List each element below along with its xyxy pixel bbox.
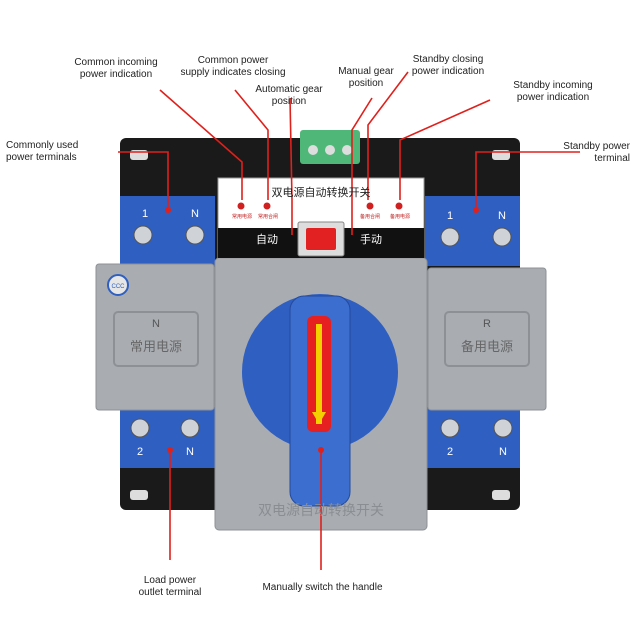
left-letter: N: [152, 318, 160, 330]
callout-auto-gear: Automatic gear position: [255, 84, 323, 107]
term-bottom-left-2: 2: [136, 446, 144, 458]
right-letter: R: [483, 318, 491, 330]
ccc-mark-text: CCC: [111, 284, 125, 290]
callout-lines: [118, 71, 580, 570]
bottom-left-terminal-block: [120, 408, 215, 468]
ind-standby-close-label: 备用合闸: [359, 214, 380, 220]
mode-rocker-switch: [306, 228, 336, 250]
callout-standby-incoming: Standby incoming power indication: [513, 80, 593, 103]
term-bottom-left-n: N: [186, 446, 194, 458]
term-top-left-1: 1: [141, 208, 149, 220]
ind-standby-power-label: 备用电源: [389, 214, 410, 220]
left-cover-label: 常用电源: [129, 340, 182, 355]
left-cover: [95, 263, 215, 411]
right-cover: [427, 267, 547, 411]
mode-manual-label: 手动: [360, 233, 382, 246]
callout-handle: Manually switch the handle: [262, 582, 383, 593]
term-top-left-n: N: [191, 208, 199, 220]
callout-standby-terminal: Standby power terminal: [563, 141, 630, 164]
term-top-right-1: 1: [446, 210, 454, 222]
callout-common-incoming: Common incoming power indication: [74, 57, 158, 80]
callout-standby-closing: Standby closing power indication: [411, 54, 485, 77]
panel-title: 双电源自动转换开关: [271, 186, 371, 199]
body-bottom-text: 双电源自动转换开关: [258, 503, 384, 519]
right-cover-label: 备用电源: [460, 340, 513, 355]
mode-auto-label: 自动: [256, 233, 278, 246]
callout-load-outlet: Load power outlet terminal: [138, 575, 202, 598]
common-power-led: [237, 202, 245, 210]
callout-common-terminals: Commonly used power terminals: [6, 140, 79, 163]
standby-close-led: [366, 202, 374, 210]
callout-common-closing: Common power supply indicates closing: [180, 55, 286, 78]
term-bottom-right-n: N: [499, 446, 507, 458]
ccc-mark-icon: [107, 274, 129, 296]
term-bottom-right-2: 2: [446, 446, 454, 458]
common-close-led: [263, 202, 271, 210]
bottom-right-terminal-block: [425, 408, 520, 468]
callout-manual-gear: Manual gear position: [338, 66, 394, 89]
ind-common-close-label: 常用合闸: [257, 214, 278, 220]
standby-power-led: [395, 202, 403, 210]
ind-common-power-label: 常用电源: [231, 214, 252, 220]
term-top-right-n: N: [498, 210, 506, 222]
